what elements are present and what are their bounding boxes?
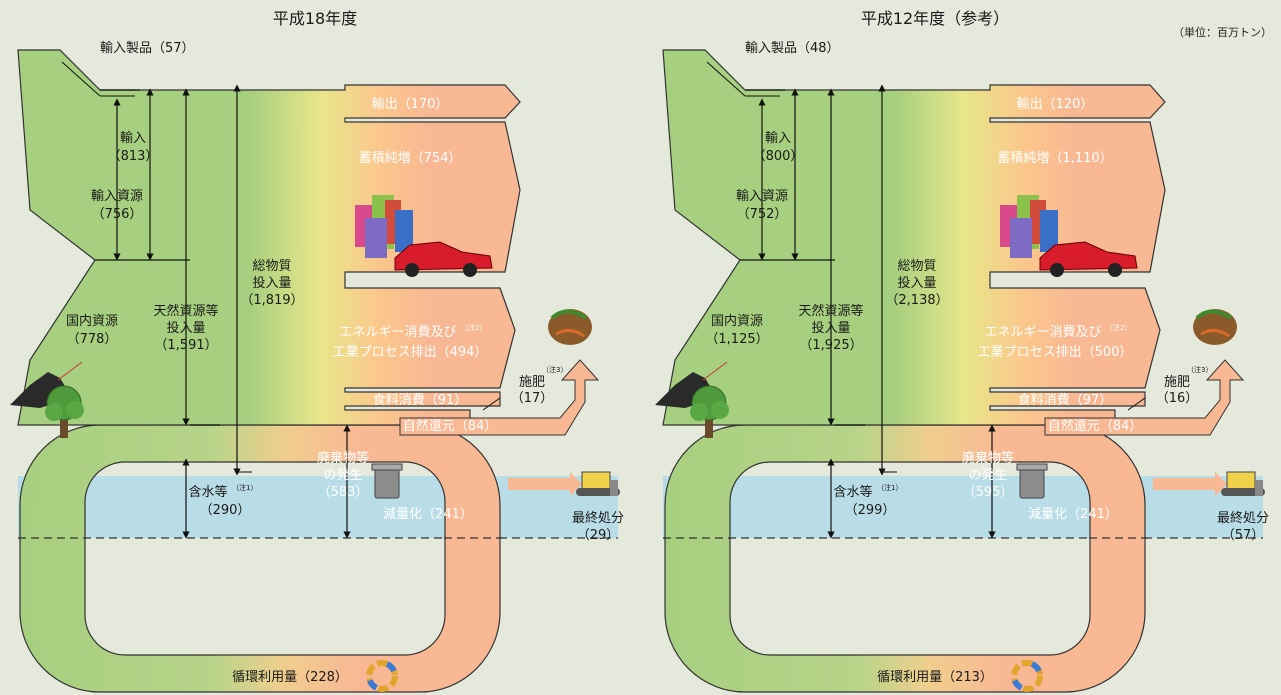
water-content-value: （290）	[200, 503, 251, 518]
natural-resources-label: 天然資源等	[153, 303, 218, 319]
natural-resources-value: （1,591）	[154, 338, 217, 353]
fertilizer-value: （17）	[511, 391, 554, 406]
compost-icon	[548, 309, 592, 345]
final-disposal-label: 最終処分	[1217, 510, 1269, 526]
food-consumption-label: 食料消費（91）	[373, 392, 468, 408]
pointer-line	[61, 61, 101, 97]
natural-resources-label-2: 投入量	[811, 320, 850, 336]
natural-resources-label-2: 投入量	[166, 320, 205, 336]
import-products-label: 輸入製品（57）	[100, 41, 195, 56]
unit-label: （単位：百万トン）	[1173, 25, 1272, 39]
domestic-resources-label: 国内資源	[66, 313, 118, 329]
car-icon	[1039, 241, 1138, 277]
trash-can-icon	[1016, 463, 1048, 499]
recycle-amount-label: 循環利用量（213）	[877, 670, 993, 685]
energy-label-2: 工業プロセス排出（500）	[978, 344, 1133, 360]
natural-resources-value: （1,925）	[799, 338, 862, 353]
compost-icon	[1193, 309, 1237, 345]
waste-value: （595）	[963, 485, 1014, 500]
total-input-label: 総物質	[897, 259, 936, 274]
waste-label: 廃棄物等	[317, 450, 369, 466]
pointer-line	[482, 397, 501, 411]
total-input-value: （1,819）	[240, 293, 303, 308]
natural-return-arrow	[399, 359, 600, 436]
bulldozer-icon	[1221, 471, 1265, 496]
domestic-resources-value: （778）	[67, 332, 118, 347]
domestic-resources-value: （1,125）	[705, 332, 768, 347]
energy-label: エネルギー消費及び	[339, 325, 456, 340]
import-label: 輸入	[120, 131, 146, 146]
buildings-icon	[355, 195, 413, 258]
import-value: （813）	[108, 149, 159, 164]
energy-note: （注2）	[461, 323, 486, 332]
tree-icon	[45, 385, 84, 438]
energy-label: エネルギー消費及び	[984, 325, 1101, 340]
total-input-label-2: 投入量	[897, 275, 936, 291]
natural-return-label: 自然還元（84）	[1048, 418, 1143, 434]
fertilizer-label: 施肥	[519, 375, 545, 390]
recycle-loop	[664, 424, 1146, 693]
import-resources-label: 輸入資源	[91, 189, 143, 204]
waste-label-2: の発生	[968, 468, 1007, 483]
food-consumption-label: 食料消費（97）	[1018, 392, 1113, 408]
final-disposal-label: 最終処分	[572, 510, 624, 526]
export-label: 輸出（170）	[372, 97, 449, 112]
bulldozer-icon	[576, 471, 620, 496]
panel-title: 平成18年度	[273, 9, 357, 28]
natural-return-arrow	[1044, 359, 1245, 436]
recycle-loop	[19, 424, 501, 693]
import-resources-value: （756）	[92, 207, 143, 222]
energy-label-2: 工業プロセス排出（494）	[333, 344, 488, 360]
panel-h12: 平成12年度（参考）	[655, 9, 1269, 693]
fertilizer-note: （注3）	[542, 365, 567, 374]
water-content-note: （注1）	[877, 483, 902, 492]
reduction-label: 減量化（241）	[383, 506, 473, 522]
water-content-note: （注1）	[232, 483, 257, 492]
reduction-label: 減量化（241）	[1028, 506, 1118, 522]
total-input-value: （2,138）	[885, 293, 948, 308]
energy-note: （注2）	[1106, 323, 1131, 332]
panel-h18: 平成18年度	[10, 9, 624, 693]
final-disposal-value: （29）	[577, 528, 620, 543]
car-icon	[394, 241, 493, 277]
natural-resources-label: 天然資源等	[798, 303, 863, 319]
waste-label: 廃棄物等	[962, 450, 1014, 466]
pointer-line	[1127, 397, 1146, 411]
recycle-icon	[1011, 660, 1043, 692]
tree-icon	[690, 385, 729, 438]
accumulation-label: 蓄積純増（754）	[359, 151, 462, 166]
fertilizer-note: （注3）	[1187, 365, 1212, 374]
import-label: 輸入	[765, 131, 791, 146]
recycle-icon	[366, 660, 398, 692]
accumulation-label: 蓄積純増（1,110）	[997, 151, 1112, 166]
final-disposal-arrow	[1153, 472, 1227, 496]
total-input-label-2: 投入量	[252, 275, 291, 291]
import-products-label: 輸入製品（48）	[745, 41, 840, 56]
pointer-line	[706, 61, 746, 97]
waste-value: （583）	[318, 485, 369, 500]
fertilizer-label: 施肥	[1164, 375, 1190, 390]
domestic-resources-label: 国内資源	[711, 313, 763, 329]
panel-title: 平成12年度（参考）	[861, 9, 1009, 28]
final-disposal-value: （57）	[1222, 528, 1265, 543]
recycle-amount-label: 循環利用量（228）	[232, 670, 348, 685]
import-resources-value: （752）	[737, 207, 788, 222]
main-flow-body	[17, 49, 521, 426]
total-input-label: 総物質	[252, 259, 291, 274]
main-flow-body	[662, 49, 1166, 426]
trash-can-icon	[371, 463, 403, 499]
water-content-label: 含水等	[188, 484, 227, 500]
final-disposal-arrow	[508, 472, 582, 496]
natural-return-label: 自然還元（84）	[403, 418, 498, 434]
water-content-label: 含水等	[833, 484, 872, 500]
import-value: （800）	[753, 149, 804, 164]
water-content-value: （299）	[845, 503, 896, 518]
buildings-icon	[1000, 195, 1058, 258]
export-label: 輸出（120）	[1017, 97, 1094, 112]
import-resources-label: 輸入資源	[736, 189, 788, 204]
fertilizer-value: （16）	[1156, 391, 1199, 406]
waste-label-2: の発生	[323, 468, 362, 483]
